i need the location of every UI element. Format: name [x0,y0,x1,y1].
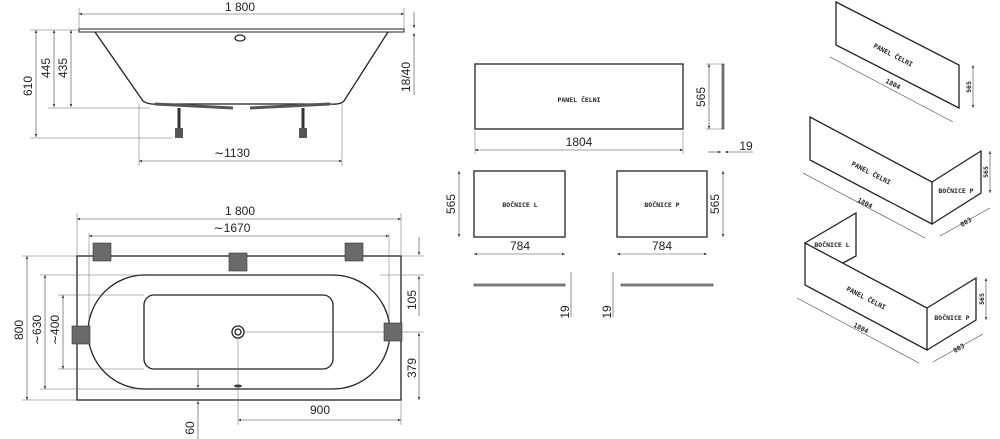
left-side-panel [473,170,566,238]
height-445-dim: 445 [39,58,53,78]
drain-icon [231,325,245,339]
foot-right-icon [299,108,307,138]
support-frame [154,102,331,110]
right-side-panel [616,170,708,238]
right-thickness-dim: 19 [600,305,614,319]
dimension-label: BOČNICE P [938,186,973,195]
dimension-label: PANEL ČELNI [872,41,915,69]
iso-front-only: PANEL ČELNI 1804 565 [829,0,975,123]
offset-105-dim: 105 [405,290,419,310]
rim [78,28,405,33]
dimension-label: BOČNICE L [814,240,849,249]
front-thickness-dim: 19 [739,139,753,153]
left-panel-label: BOČNICE L [502,200,537,209]
tub-body [94,31,389,105]
rim-dim: 18/40 [399,62,413,92]
dimension-label: 1804 [884,77,902,91]
dimension-label: 565 [978,293,986,305]
dimension-label: 803 [959,216,973,229]
dimension-label: BOČNICE P [934,313,969,322]
top-length-dim: 1 800 [225,204,255,218]
left-thickness-dim: 19 [558,305,572,319]
dimension-label: 565 [965,81,973,93]
left-width-dim: 784 [510,239,530,253]
dimension-label: PANEL ČELNI [850,159,893,187]
right-height-dim: 565 [708,194,722,214]
left-panel-profile [473,283,566,287]
height-610-dim: 610 [21,76,35,96]
top-view: 1 800 ∼1670 800 ∼630 ∼400 105 379 900 60 [12,204,424,439]
right-width-dim: 784 [652,239,672,253]
height-435-dim: 435 [56,58,70,78]
gap-60-dim: 60 [183,421,197,435]
drain-x-dim: 900 [310,403,330,417]
right-panel-label: BOČNICE P [644,200,679,209]
holder-icon [228,252,248,272]
faucet-icon [344,242,364,262]
front-height-dim: 565 [694,87,708,107]
dimension-label: 565 [982,166,990,178]
isometric-views: PANEL ČELNI 1804 565 PANEL ČELNI BOČNICE… [796,0,992,364]
width-800-dim: 800 [12,320,26,340]
iso-full-set: BOČNICE L PANEL ČELNI BOČNICE P 1804 803… [796,211,988,364]
inner-length-dim: ∼1670 [214,221,251,235]
dimension-label: 1804 [856,196,874,210]
width-630-dim: ∼630 [30,315,44,345]
foot-left-icon [175,108,183,138]
front-panel [474,63,684,130]
left-height-dim: 565 [444,194,458,214]
front-panel-profile [721,63,725,130]
feet-span-dim: ∼1130 [214,146,250,160]
dimension-label: PANEL ČELNI [845,284,888,312]
faucet-icon [92,242,112,262]
overflow-icon [234,34,246,42]
dimension-label: 803 [952,342,966,355]
front-panel-label: PANEL ČELNI [557,95,600,104]
drain-offset-dim: 379 [405,358,419,378]
holder-icon [71,325,91,345]
front-length-dim: 1804 [566,135,593,149]
panel-drawings: PANEL ČELNI 1804 565 19 BOČNICE L 565 78… [444,63,753,319]
side-view: 1 800 610 445 435 18/40 ∼1130 [21,0,416,166]
iso-front-right: PANEL ČELNI BOČNICE P 1804 803 565 [802,115,992,239]
right-panel-profile [620,283,714,287]
dimension-label: 1804 [852,321,870,335]
width-400-dim: ∼400 [48,315,62,345]
side-length-dim: 1 800 [225,0,255,14]
